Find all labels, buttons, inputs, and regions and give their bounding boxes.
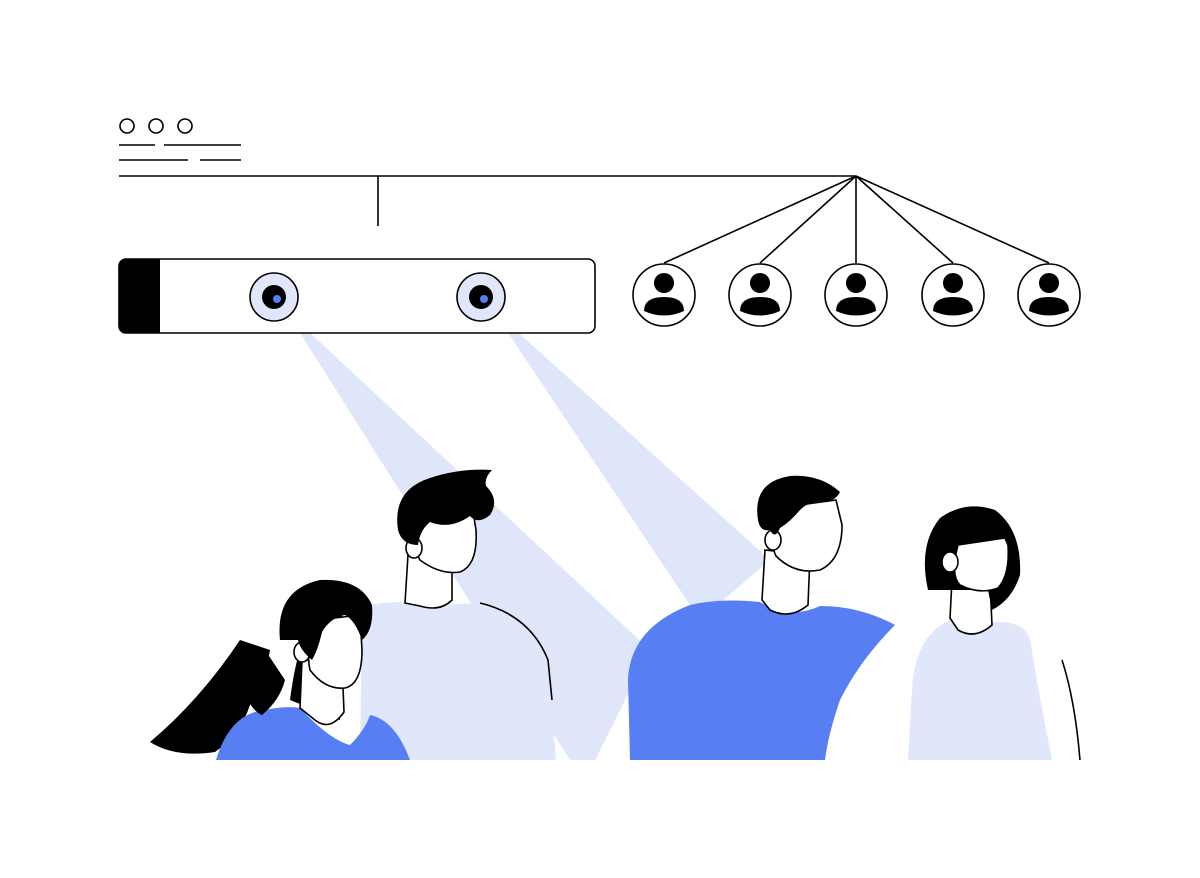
woman-bob-hair bbox=[908, 506, 1081, 761]
window-dot-2 bbox=[148, 118, 164, 134]
man-light-shirt bbox=[360, 469, 556, 760]
window-dot-3 bbox=[177, 118, 193, 134]
user-icon bbox=[728, 263, 792, 327]
scan-beam-right bbox=[490, 306, 770, 620]
camera-lens-icon bbox=[456, 272, 506, 322]
user-profiles bbox=[632, 263, 1081, 327]
user-icon bbox=[824, 263, 888, 327]
man-blue-shirt bbox=[628, 475, 895, 760]
user-icon bbox=[1017, 263, 1081, 327]
woman-with-braid bbox=[150, 579, 410, 760]
window-header-icon bbox=[119, 118, 241, 161]
camera-lens-icon bbox=[249, 272, 299, 322]
network-lines bbox=[119, 175, 1050, 264]
user-icon bbox=[921, 263, 985, 327]
window-dot-1 bbox=[119, 118, 135, 134]
user-icon bbox=[632, 263, 696, 327]
camera-device bbox=[118, 258, 596, 334]
